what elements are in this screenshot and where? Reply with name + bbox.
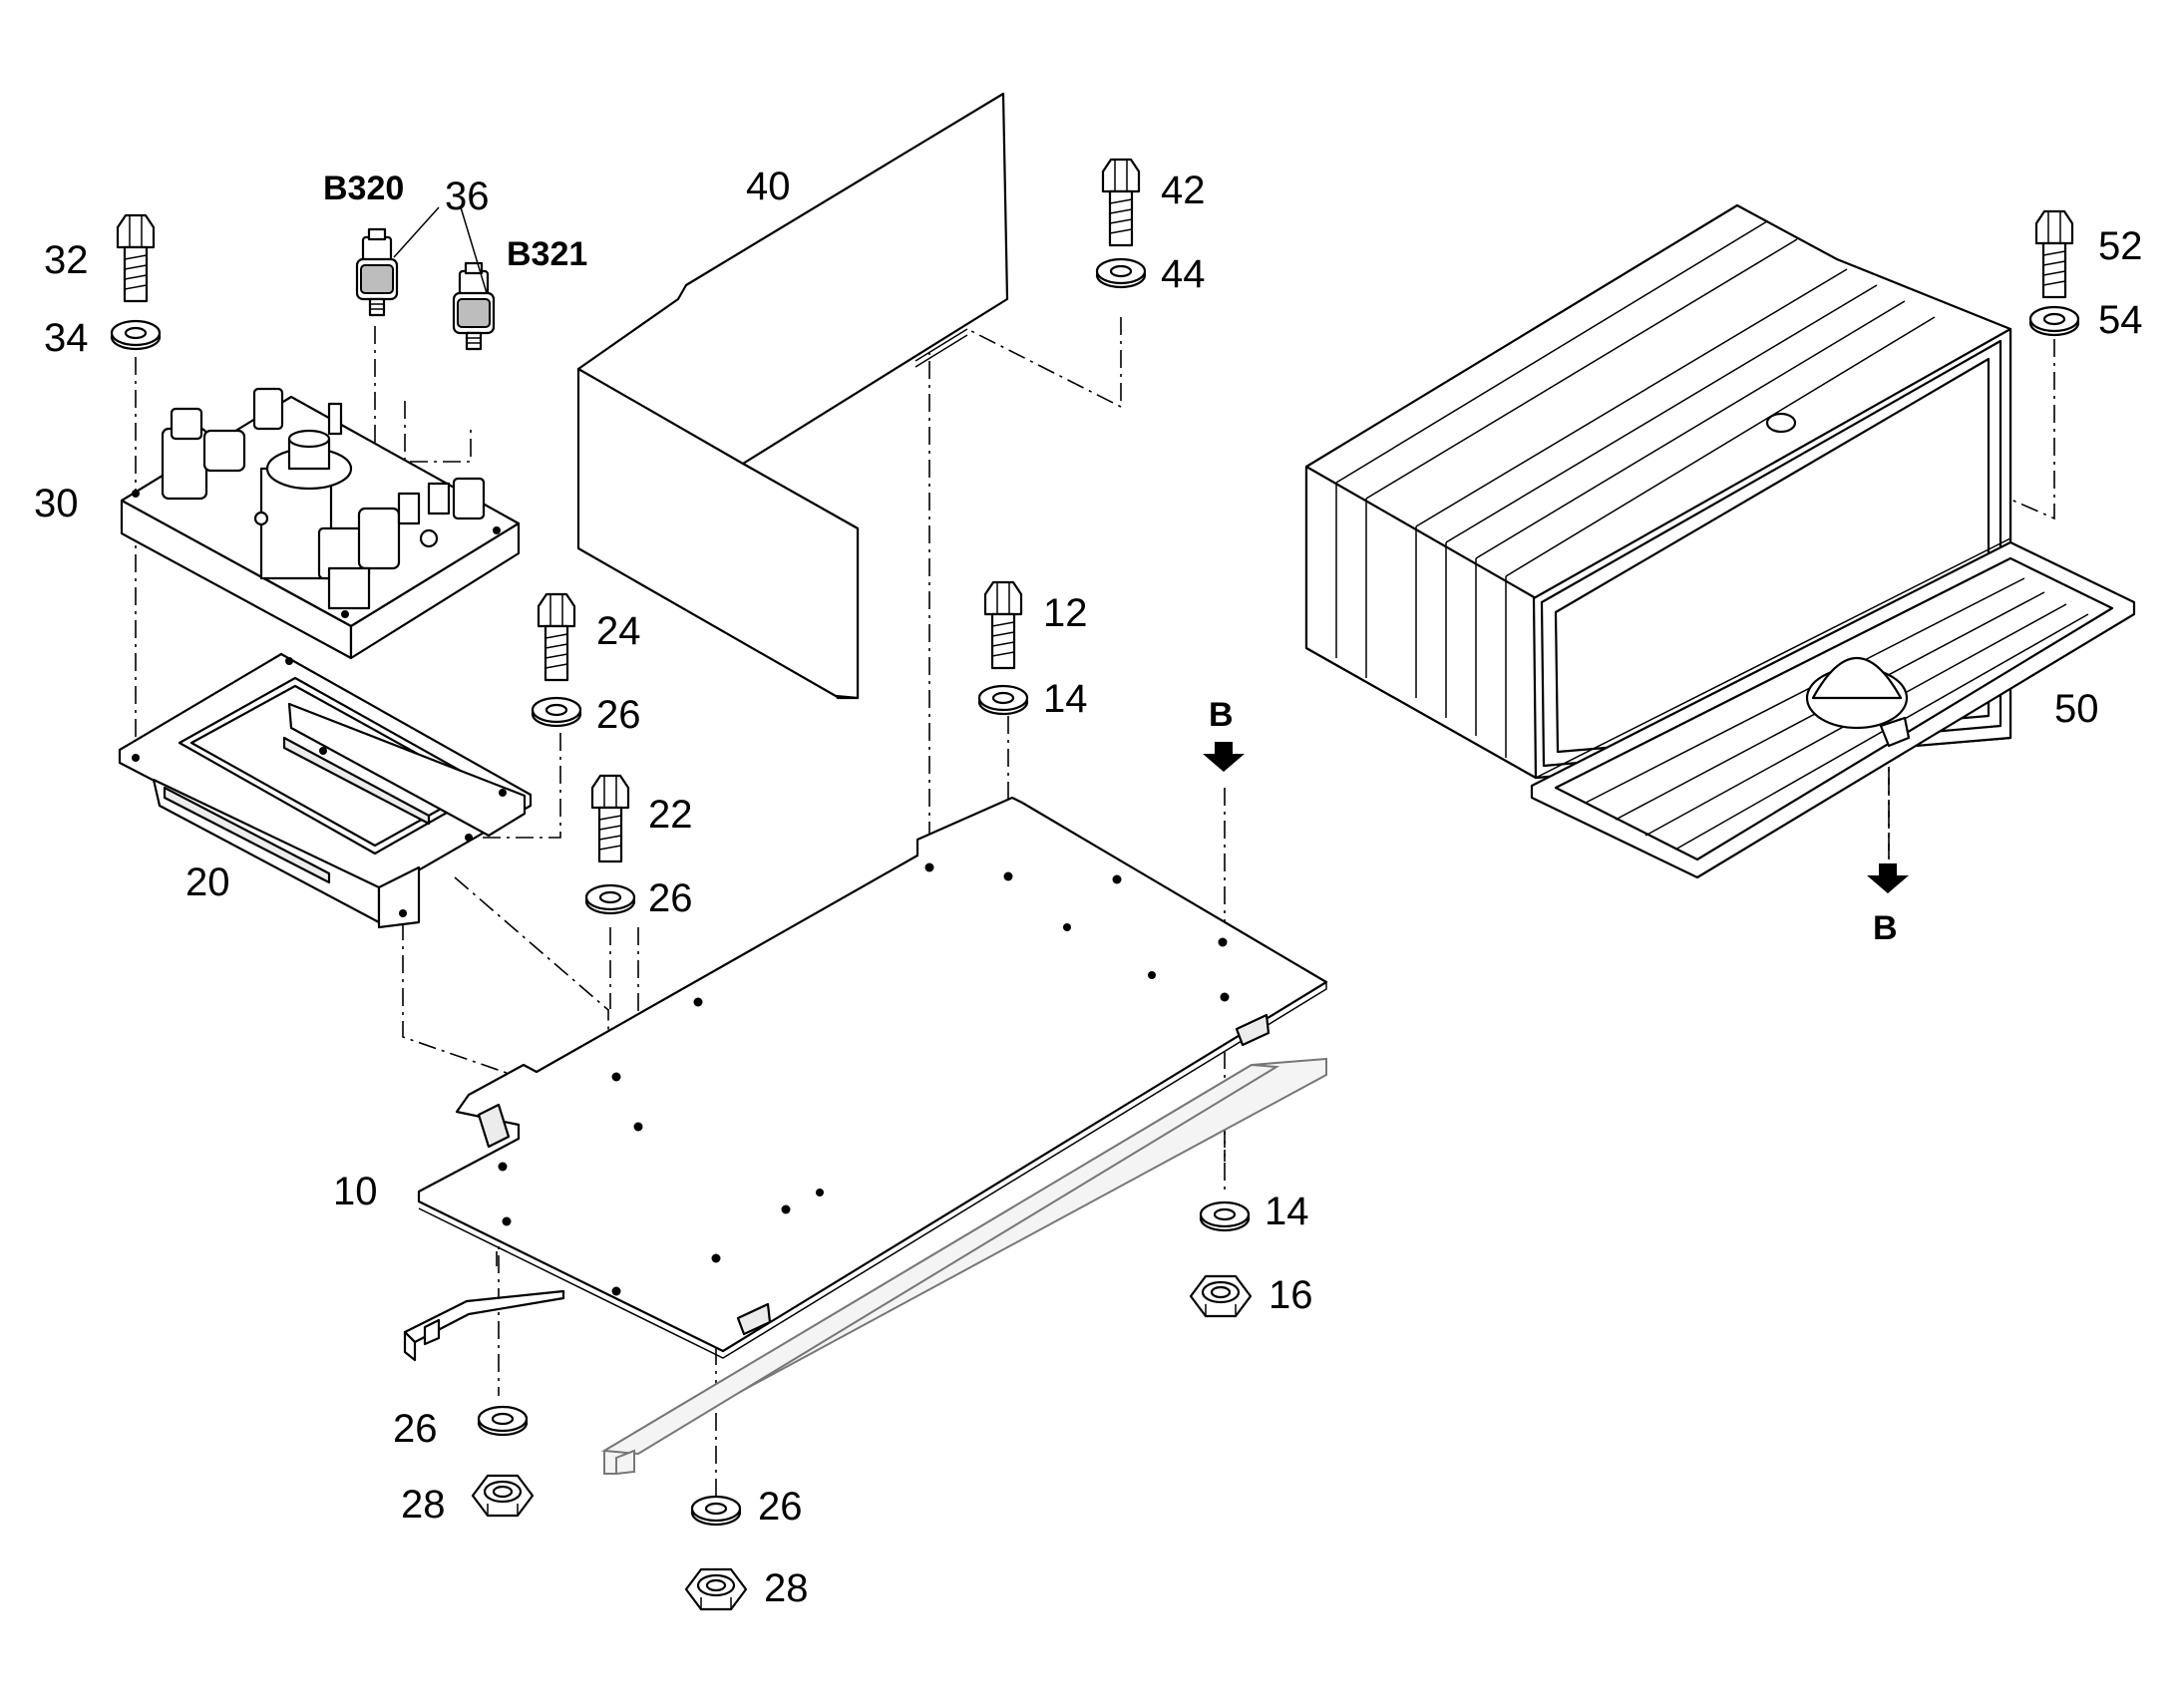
label-40: 40 bbox=[746, 165, 791, 208]
bracket-20 bbox=[118, 652, 533, 929]
base-plate-10 bbox=[417, 796, 1328, 1359]
label-22: 22 bbox=[648, 793, 693, 837]
nut-16 bbox=[1189, 1274, 1253, 1318]
pressure-sensor-b320 bbox=[355, 227, 399, 317]
label-28-left: 28 bbox=[401, 1483, 446, 1527]
label-26-mid: 26 bbox=[648, 876, 693, 920]
label-view-b-bottom: B bbox=[1873, 909, 1898, 947]
label-44: 44 bbox=[1161, 252, 1206, 296]
leader-36-a bbox=[393, 206, 440, 258]
view-arrow-bottom-icon bbox=[1867, 863, 1909, 893]
washer-34 bbox=[110, 319, 162, 351]
label-26-left: 26 bbox=[393, 1407, 438, 1451]
cover-plate-40 bbox=[576, 92, 1009, 700]
label-24: 24 bbox=[596, 609, 641, 653]
washer-14-top bbox=[977, 684, 1029, 716]
nut-28-bottom bbox=[684, 1567, 748, 1611]
bolt-42 bbox=[1101, 158, 1141, 247]
washer-26-left bbox=[477, 1405, 529, 1437]
channel-rail-left bbox=[403, 1289, 565, 1362]
pressure-sensor-b321 bbox=[452, 261, 496, 351]
label-28-bottom: 28 bbox=[764, 1566, 809, 1610]
label-12: 12 bbox=[1043, 591, 1088, 635]
label-10: 10 bbox=[333, 1170, 378, 1213]
label-54: 54 bbox=[2098, 298, 2143, 342]
label-26-top: 26 bbox=[596, 693, 641, 737]
label-view-b-top: B bbox=[1209, 696, 1234, 734]
nut-28-left bbox=[471, 1474, 535, 1518]
channel-rail-right bbox=[600, 1057, 1327, 1476]
label-42: 42 bbox=[1161, 169, 1206, 212]
bolt-24 bbox=[537, 592, 576, 682]
label-30: 30 bbox=[34, 482, 79, 525]
label-16: 16 bbox=[1269, 1273, 1313, 1317]
washer-44 bbox=[1095, 257, 1147, 289]
label-50: 50 bbox=[2054, 687, 2099, 731]
label-32: 32 bbox=[44, 238, 89, 282]
valve-block-30 bbox=[120, 387, 521, 660]
label-36: 36 bbox=[445, 174, 490, 218]
callout-labels: 10 12 14 14 16 20 22 24 26 26 26 26 28 2… bbox=[34, 165, 2143, 1610]
washer-14-bottom bbox=[1199, 1200, 1251, 1232]
view-arrow-top-icon bbox=[1203, 742, 1245, 772]
bolt-52 bbox=[2034, 209, 2074, 299]
label-20: 20 bbox=[185, 860, 230, 904]
label-14-top: 14 bbox=[1043, 677, 1088, 721]
label-26-bottom: 26 bbox=[758, 1485, 803, 1529]
leader-36-b bbox=[460, 206, 488, 294]
washer-26-mid bbox=[584, 883, 636, 915]
label-52: 52 bbox=[2098, 224, 2143, 268]
bolt-32 bbox=[116, 213, 156, 303]
label-b321: B321 bbox=[507, 235, 587, 273]
bolt-12 bbox=[983, 580, 1023, 670]
label-34: 34 bbox=[44, 316, 89, 360]
washer-54 bbox=[2028, 305, 2080, 337]
label-b320: B320 bbox=[323, 170, 404, 207]
bolt-22 bbox=[590, 774, 630, 863]
toolbox-50 bbox=[1304, 203, 2136, 879]
washer-26-bottom bbox=[690, 1495, 742, 1527]
label-14-bottom: 14 bbox=[1265, 1190, 1309, 1233]
washer-26-top bbox=[531, 696, 582, 728]
